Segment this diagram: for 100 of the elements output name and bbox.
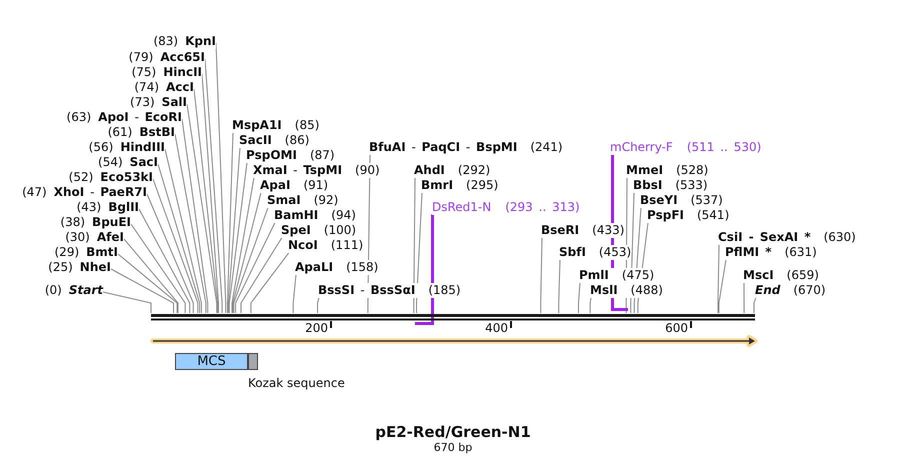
- leader-line: [102, 292, 152, 314]
- cut-position: (100): [324, 222, 356, 238]
- leader-line: [235, 222, 276, 314]
- cut-position: (630): [824, 230, 856, 244]
- enzyme-name: AhdI: [414, 162, 445, 178]
- leader-line: [250, 252, 290, 314]
- leader-line: [718, 244, 720, 314]
- enzyme-name: XhoI - PaeR7I: [54, 184, 147, 200]
- cut-position: (533): [675, 178, 708, 192]
- cut-position: (541): [696, 208, 730, 222]
- enzyme-name: SalI: [162, 94, 187, 110]
- scale-label: 200: [305, 321, 328, 335]
- enzyme-name: ApaI: [260, 178, 290, 192]
- cut-position: (83): [153, 34, 178, 48]
- scale-label: 600: [665, 321, 688, 335]
- cut-position: (61): [108, 124, 132, 140]
- leader-line: [590, 297, 592, 314]
- enzyme-name: BfuAI - PaqCI - BspMI: [369, 140, 518, 154]
- leader-line: [431, 214, 434, 322]
- cut-position: (111): [330, 238, 364, 252]
- map-end-label: Start: [68, 282, 103, 298]
- cut-position: (94): [331, 208, 356, 222]
- leader-line: [164, 148, 202, 314]
- cut-position: (38): [60, 214, 86, 230]
- primer-range: (511 .. 530): [686, 140, 762, 154]
- leader-line: [540, 237, 542, 314]
- primer-name: mCherry-F: [610, 140, 673, 154]
- enzyme-name: NheI: [80, 260, 111, 274]
- leader-line: [232, 192, 262, 314]
- cut-position: (295): [466, 178, 498, 192]
- cut-position: (659): [786, 268, 819, 282]
- leader-line: [233, 207, 268, 314]
- enzyme-name: PmlI: [579, 268, 609, 282]
- enzyme-name: SacII: [239, 132, 272, 148]
- enzyme-name: MscI: [743, 268, 774, 282]
- enzyme-name: BglII: [108, 200, 139, 214]
- cut-position: (433): [592, 222, 624, 238]
- cut-position: (47): [22, 184, 47, 200]
- cut-position: (90): [355, 162, 380, 178]
- enzyme-name: AccI: [166, 80, 194, 94]
- enzyme-name: BstBI: [139, 124, 175, 140]
- enzyme-name: BseYI: [640, 192, 678, 208]
- primer-name: DsRed1-N: [432, 200, 492, 214]
- enzyme-name: MspA1I: [232, 118, 282, 132]
- cut-position: (631): [784, 244, 817, 260]
- enzyme-name: BamHI: [274, 208, 318, 222]
- cut-position: (63): [66, 110, 92, 124]
- enzyme-name: BpuEI: [92, 214, 131, 230]
- enzyme-name: SacI: [130, 154, 158, 170]
- leader-line: [232, 177, 254, 314]
- enzyme-name: BmtI: [86, 244, 118, 260]
- feature-label: Kozak sequence: [248, 375, 345, 391]
- cut-position: (241): [530, 140, 563, 154]
- enzyme-name: NcoI: [288, 238, 318, 252]
- cut-position: (0): [44, 282, 62, 298]
- leader-line: [227, 132, 234, 314]
- cut-position: (85): [294, 118, 320, 132]
- cut-position: (537): [690, 192, 723, 208]
- cut-position: (488): [630, 282, 663, 298]
- primer-bar: [611, 308, 628, 311]
- feature-box: MCS: [175, 353, 248, 370]
- cut-position: (670): [793, 282, 826, 298]
- leader-line: [228, 147, 240, 314]
- enzyme-name: ApoI - EcoRI: [98, 110, 182, 124]
- leader-line: [228, 162, 248, 314]
- leader-line: [578, 282, 580, 314]
- enzyme-name: PspFI: [647, 208, 684, 222]
- cut-position: (79): [128, 50, 154, 64]
- sequence-length: 670 bp: [434, 441, 472, 455]
- cut-position: (25): [48, 260, 73, 274]
- leader-line: [718, 259, 726, 314]
- leader-line: [158, 164, 200, 314]
- enzyme-name: CsiI - SexAI *: [718, 230, 811, 244]
- enzyme-name: PspOMI: [246, 148, 297, 162]
- enzyme-name: SmaI: [267, 192, 301, 208]
- map-title: pE2-Red/Green-N1: [375, 423, 531, 442]
- leader-line: [240, 237, 282, 314]
- leader-line: [146, 194, 194, 314]
- enzyme-name: SpeI: [281, 222, 311, 238]
- cut-position: (52): [68, 170, 94, 184]
- leader-line: [110, 268, 174, 314]
- enzyme-name: SbfI: [559, 244, 586, 260]
- leader-line: [118, 254, 178, 314]
- enzyme-name: BssSI - BssSαI: [318, 282, 416, 298]
- leader-line: [292, 274, 296, 314]
- cut-position: (56): [88, 140, 114, 154]
- enzyme-name: HindIII: [120, 140, 165, 154]
- cut-position: (91): [303, 178, 328, 192]
- leader-line: [754, 297, 756, 314]
- leader-line: [413, 177, 416, 314]
- enzyme-name: AfeI: [96, 230, 124, 244]
- cut-position: (54): [98, 154, 123, 170]
- cut-position: (43): [76, 200, 102, 214]
- enzyme-name: PflMI *: [725, 244, 772, 260]
- enzyme-name: HincII: [163, 64, 202, 80]
- enzyme-name: MslI: [590, 282, 618, 298]
- scale-label: 400: [485, 321, 508, 335]
- cut-position: (453): [598, 244, 632, 260]
- primer-bar: [415, 322, 434, 325]
- cut-position: (528): [676, 162, 708, 178]
